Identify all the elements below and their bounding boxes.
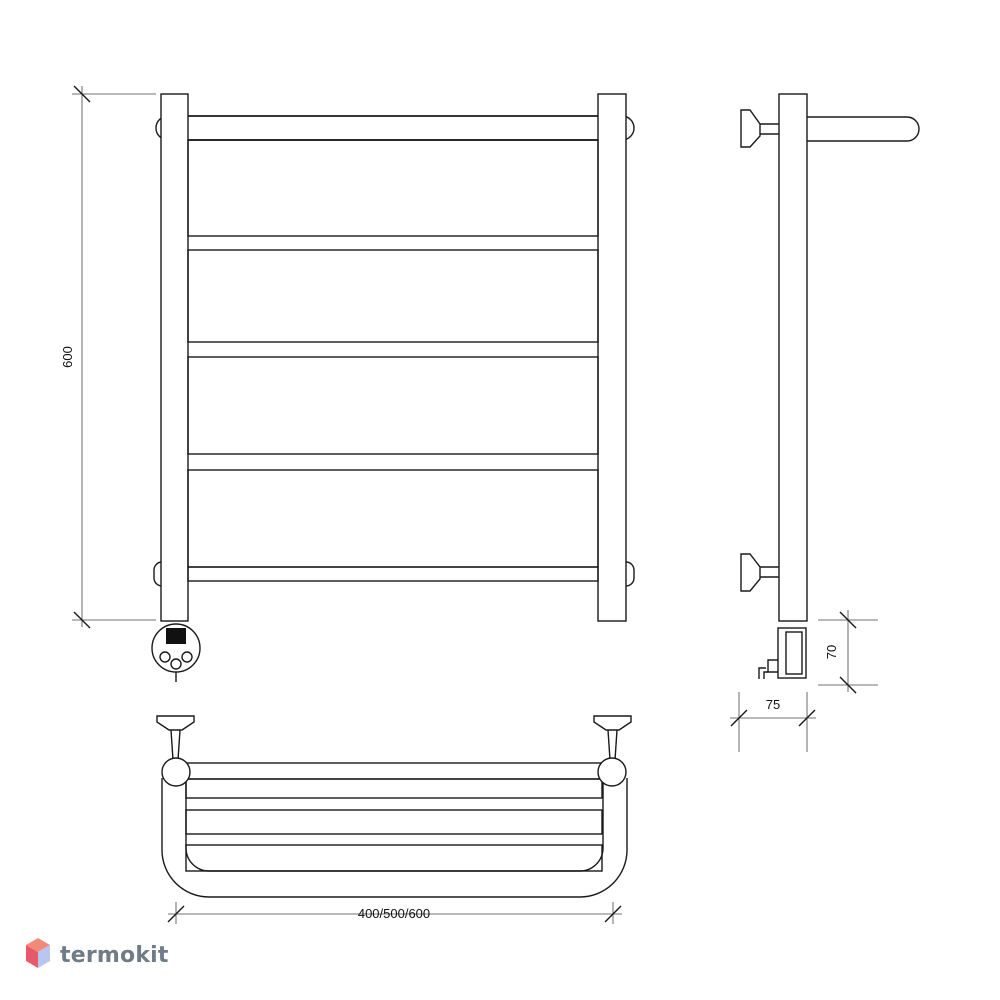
- top-bracket-right: [593, 715, 632, 787]
- dimension-width: 400/500/600: [167, 902, 622, 924]
- front-rail-frame-2: [187, 249, 599, 343]
- top-rail-2: [185, 809, 603, 835]
- dimension-connector-depth: 75: [730, 692, 816, 752]
- dimension-height-label: 600: [60, 346, 75, 368]
- front-left-post: [160, 93, 189, 622]
- heater-control-unit: [151, 623, 201, 682]
- top-rail-3: [185, 844, 603, 872]
- front-view: [151, 93, 635, 682]
- front-rail-frame-3: [187, 356, 599, 455]
- logo-text: termokit: [60, 942, 169, 968]
- dimension-connector-depth-label: 75: [766, 697, 780, 712]
- dimension-width-label: 400/500/600: [358, 906, 430, 921]
- dimension-connector-height: 70: [818, 610, 878, 694]
- side-view: [740, 93, 920, 679]
- dimension-height: 600: [60, 85, 156, 629]
- top-u-rail-outer: [161, 778, 628, 898]
- top-u-rail-inner: [185, 778, 604, 872]
- logo-cube-icon: [26, 938, 50, 968]
- side-top-bar: [805, 116, 920, 142]
- termokit-logo: termokit: [24, 936, 169, 974]
- side-connector-box: [758, 627, 807, 679]
- side-wall-bracket-top: [740, 109, 779, 148]
- top-round-bar: [155, 115, 635, 141]
- top-bracket-left: [156, 715, 195, 787]
- top-rail-back: [175, 762, 613, 780]
- top-view: [156, 715, 632, 898]
- front-right-post: [597, 93, 627, 622]
- side-post: [778, 93, 808, 622]
- front-rail-frame-1: [187, 139, 599, 237]
- dimension-connector-height-label: 70: [824, 645, 839, 659]
- top-rail-1: [185, 778, 603, 799]
- front-rail-bottom: [187, 566, 599, 582]
- side-wall-bracket-bottom: [740, 553, 779, 592]
- front-rail-frame-4: [187, 469, 599, 568]
